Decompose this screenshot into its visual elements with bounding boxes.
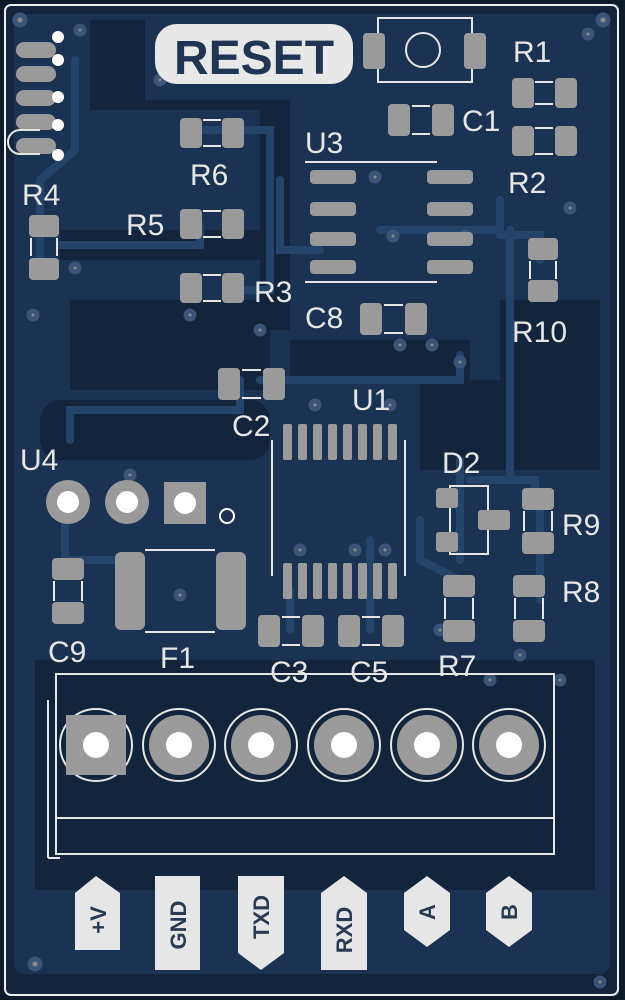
r4-label: R4 bbox=[22, 179, 60, 212]
r1-resistor bbox=[512, 78, 577, 108]
r10-resistor bbox=[528, 238, 558, 302]
c1-capacitor bbox=[388, 104, 454, 136]
d2-label: D2 bbox=[442, 447, 480, 480]
terminal-block bbox=[47, 673, 555, 859]
r9-resistor bbox=[522, 488, 554, 554]
u1-chip bbox=[271, 424, 406, 599]
r6-label: R6 bbox=[190, 159, 228, 192]
c3-capacitor bbox=[258, 615, 324, 647]
d2-diode bbox=[436, 485, 510, 555]
r7-resistor bbox=[443, 575, 475, 642]
program-header bbox=[7, 31, 64, 161]
pin-label-rxd: RXD bbox=[332, 907, 357, 953]
pin-label-vplus: +V bbox=[86, 906, 111, 934]
r2-label: R2 bbox=[508, 167, 546, 200]
f1-fuse bbox=[115, 549, 246, 633]
c9-label: C9 bbox=[48, 636, 86, 669]
pin-label-a: A bbox=[415, 904, 440, 920]
c2-label: C2 bbox=[232, 410, 270, 443]
r3-label: R3 bbox=[254, 276, 292, 309]
u4-label: U4 bbox=[20, 444, 58, 477]
pin-label-gnd: GND bbox=[166, 901, 191, 950]
r3-resistor bbox=[180, 273, 244, 303]
r10-label: R10 bbox=[512, 316, 567, 349]
c8-capacitor bbox=[360, 303, 427, 335]
c1-label: C1 bbox=[462, 105, 500, 138]
u3-label: U3 bbox=[305, 127, 343, 160]
connector-pin-labels: +V GND TXD RXD A B bbox=[75, 876, 532, 970]
r6-resistor bbox=[180, 118, 244, 148]
r9-label: R9 bbox=[562, 509, 600, 542]
u1-label: U1 bbox=[352, 384, 390, 417]
vias bbox=[12, 12, 611, 989]
r5-resistor bbox=[180, 209, 244, 239]
f1-label: F1 bbox=[160, 642, 195, 675]
r8-resistor bbox=[513, 575, 545, 642]
r1-label: R1 bbox=[513, 36, 551, 69]
reset-label-box bbox=[155, 24, 353, 84]
c3-label: C3 bbox=[270, 656, 308, 689]
c5-capacitor bbox=[338, 615, 404, 647]
r8-label: R8 bbox=[562, 576, 600, 609]
u3-chip bbox=[305, 161, 473, 283]
pin-label-txd: TXD bbox=[249, 895, 274, 939]
r7-label: R7 bbox=[438, 650, 476, 683]
pin-label-b: B bbox=[497, 904, 522, 920]
c9-capacitor bbox=[52, 558, 84, 624]
reset-switch[interactable] bbox=[363, 17, 486, 83]
r2-resistor bbox=[512, 126, 577, 156]
u4-regulator bbox=[46, 480, 235, 524]
c2-capacitor bbox=[218, 368, 285, 400]
reset-label: RESET bbox=[174, 32, 334, 85]
r5-label: R5 bbox=[126, 209, 164, 242]
c5-label: C5 bbox=[350, 656, 388, 689]
c8-label: C8 bbox=[305, 302, 343, 335]
r4-resistor bbox=[29, 215, 59, 280]
